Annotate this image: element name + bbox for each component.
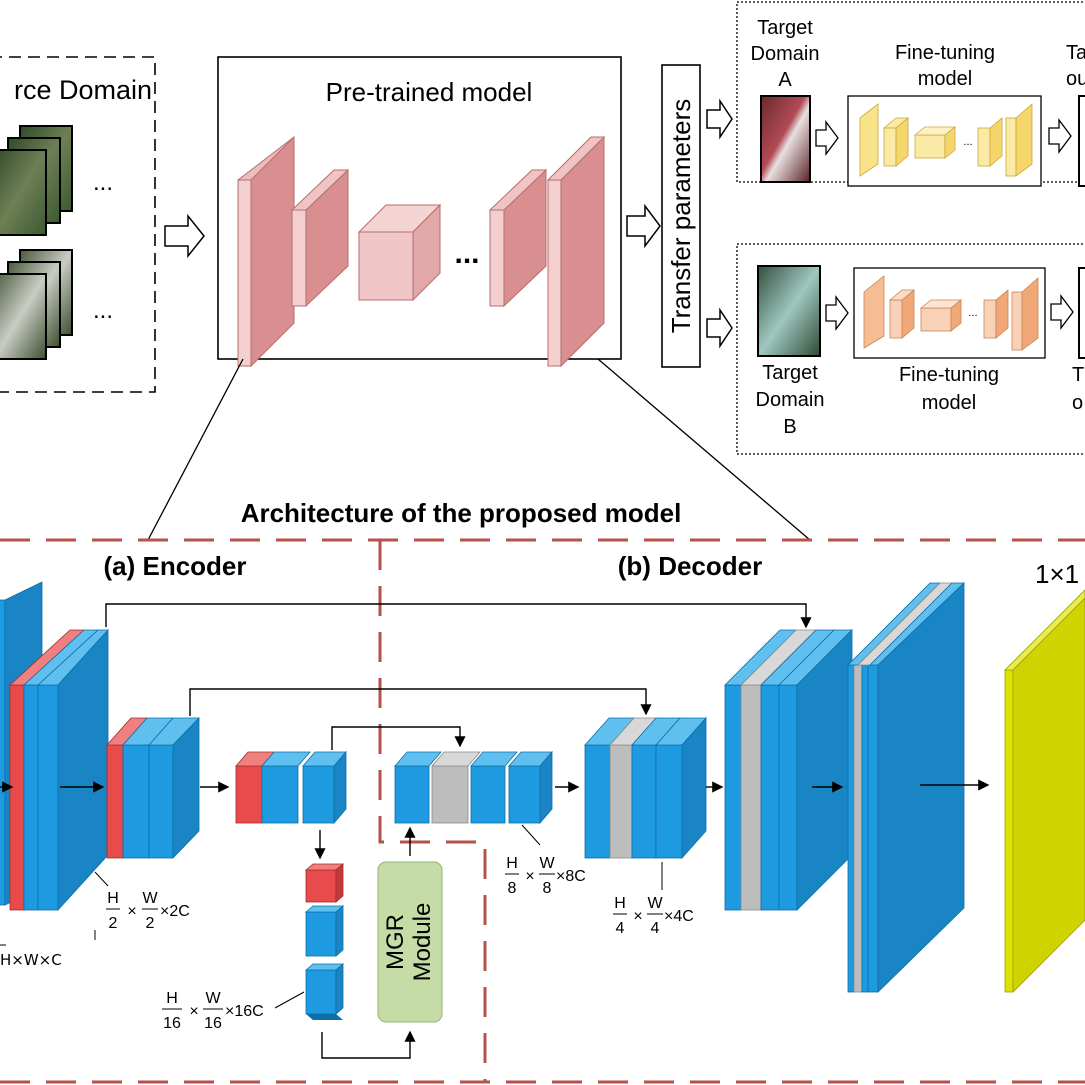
pretrained-model-title: Pre-trained model [326, 77, 533, 107]
hollow-arrow-icon [164, 213, 205, 259]
encoder-stage-1 [0, 581, 109, 912]
output-b-line1: T [1072, 364, 1084, 386]
hollow-arrow-icon [626, 203, 661, 249]
dim-4-suffix: ×4C [664, 908, 694, 925]
dim-16-times: × [189, 1003, 198, 1020]
dim-hwc: H×W×C [0, 951, 62, 969]
pretrained-ellipsis: ... [454, 237, 479, 270]
dim-half-suffix: ×2C [160, 903, 190, 920]
transfer-parameters-label: Transfer parameters [666, 99, 696, 334]
architecture-arrows [60, 603, 990, 1059]
bottleneck-blocks [304, 863, 345, 1020]
dim-16-w: W [205, 990, 221, 1007]
dim-half: H 2 × W 2 ×2C [106, 890, 190, 932]
hollow-arrow-icon [706, 307, 733, 349]
source-ellipsis-2: ... [93, 297, 113, 324]
conv-label: 1×1 [1035, 559, 1079, 589]
dim-8-w: W [539, 855, 555, 872]
target-b-line3: B [783, 416, 796, 438]
output-a-line2: ou [1066, 68, 1085, 90]
zoom-line-left [147, 358, 244, 541]
dim-eighth: H 8 × W 8 ×8C [505, 855, 586, 897]
encoder-label: (a) Encoder [103, 551, 246, 581]
dim-4-times: × [633, 908, 642, 925]
hollow-arrow-icon [706, 98, 733, 140]
architecture-title: Architecture of the proposed model [241, 498, 682, 528]
finetune-a-line1: Fine-tuning [895, 42, 995, 64]
hollow-arrow-icon [825, 295, 849, 331]
finetune-a-dots: ... [963, 136, 972, 148]
dim-8-suffix: ×8C [556, 868, 586, 885]
zoom-line-right [597, 358, 811, 541]
finetune-b-dots: ... [968, 307, 977, 319]
output-a-line1: Ta [1066, 42, 1085, 64]
encoder-stage-2 [106, 717, 200, 859]
encoder-stage-3 [235, 750, 347, 825]
finetune-b-layers [863, 275, 1039, 351]
target-b-line2: Domain [756, 389, 825, 411]
decoder-stage-2 [584, 716, 707, 860]
hollow-arrow-icon [815, 120, 839, 156]
mgr-module [377, 861, 443, 1023]
target-domain-b-box [736, 243, 1085, 455]
mgr-label-line1: MGR [382, 914, 409, 970]
finetune-a-line2: model [918, 68, 972, 90]
dimension-leaders [94, 824, 663, 1009]
finetune-b-line1: Fine-tuning [899, 364, 999, 386]
dim-4-wden: 4 [651, 920, 660, 937]
dim-half-w: W [142, 890, 158, 907]
target-a-line3: A [778, 69, 792, 91]
decoder-label: (b) Decoder [618, 551, 762, 581]
dim-4-h: H [614, 895, 626, 912]
hollow-arrow-icon [1050, 294, 1074, 330]
finetune-a-layers [859, 103, 1033, 177]
output-b-line2: o [1072, 392, 1083, 414]
dim-8-wden: 8 [543, 880, 552, 897]
dim-8-hden: 8 [508, 880, 517, 897]
dim-half-h: H [107, 890, 119, 907]
decoder-final-layers [847, 582, 965, 993]
dim-half-wden: 2 [146, 915, 155, 932]
dim-16-suffix: ×16C [225, 1003, 264, 1020]
output-a-image [1078, 95, 1085, 187]
dim-sixteenth: H 16 × W 16 ×16C [162, 990, 264, 1032]
finetune-b-line2: model [922, 392, 976, 414]
hollow-arrow-icon [1048, 118, 1072, 154]
output-b-image [1078, 267, 1085, 359]
mgr-label-line2: Module [409, 903, 436, 982]
target-a-line1: Target [757, 17, 813, 39]
dim-4-hden: 4 [616, 920, 625, 937]
dim-8-times: × [525, 868, 534, 885]
target-b-line1: Target [762, 362, 818, 384]
decoder-stage-3 [724, 629, 853, 911]
target-b-image [757, 265, 821, 357]
output-layer [1004, 589, 1085, 993]
transfer-parameters-box [661, 64, 701, 368]
decoder-stage-1 [394, 750, 553, 825]
source-image-stack-2 [0, 249, 73, 360]
architecture-frame [0, 538, 1085, 1084]
dim-16-h: H [166, 990, 178, 1007]
source-ellipsis-1: ... [93, 169, 113, 196]
dim-8-h: H [506, 855, 518, 872]
pretrained-layers [237, 135, 606, 368]
dim-4-w: W [647, 895, 663, 912]
source-domain-label: rce Domain [14, 75, 152, 105]
target-a-line2: Domain [751, 43, 820, 65]
dim-16-wden: 16 [204, 1015, 222, 1032]
source-image-stack-1 [0, 125, 73, 236]
dim-16-hden: 16 [163, 1015, 181, 1032]
dim-quarter: H 4 × W 4 ×4C [613, 895, 694, 937]
source-domain-box [0, 56, 156, 393]
dim-half-hden: 2 [109, 915, 118, 932]
target-a-image [760, 95, 811, 183]
dim-half-times: × [127, 903, 136, 920]
